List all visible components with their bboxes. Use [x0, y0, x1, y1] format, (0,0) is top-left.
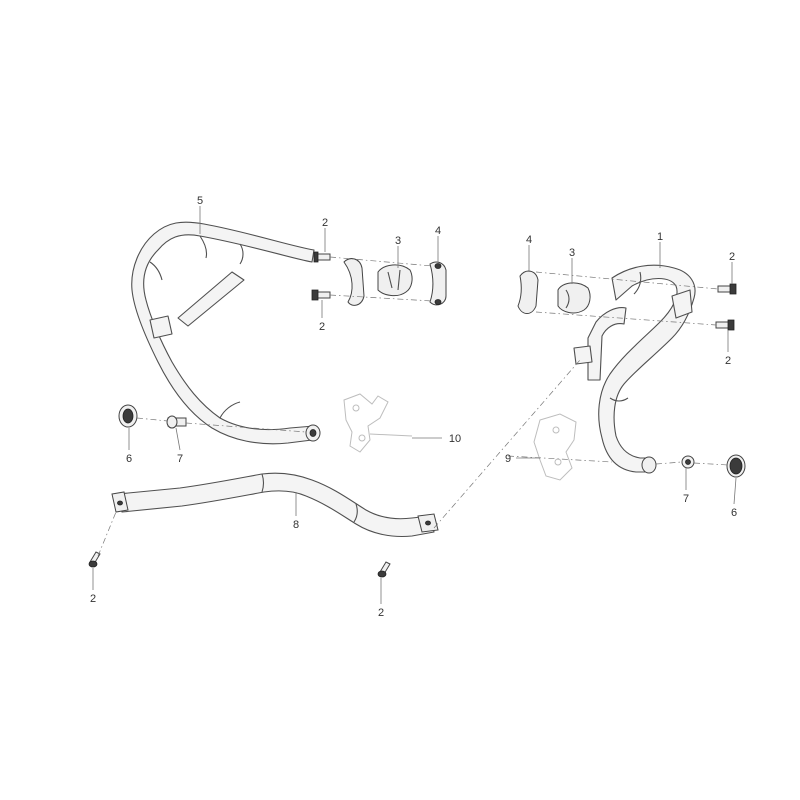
callout-2-right-lower: 2 — [725, 355, 731, 367]
callout-2-bottom-center: 2 — [378, 607, 384, 619]
callout-8: 8 — [293, 519, 299, 531]
callout-2-bottom-left: 2 — [90, 593, 96, 605]
callout-2-left-lower: 2 — [319, 321, 325, 333]
leader-lines — [92, 206, 737, 604]
callout-1: 1 — [657, 231, 663, 243]
end-plugs-and-fasteners — [118, 404, 746, 478]
callout-6-right: 6 — [731, 507, 737, 519]
callout-3-left: 3 — [395, 235, 401, 247]
right-crash-bar — [573, 264, 696, 474]
callout-10: 10 — [449, 433, 461, 445]
lower-connecting-bar — [111, 472, 439, 538]
callout-5: 5 — [197, 195, 203, 207]
callout-6-left: 6 — [126, 453, 132, 465]
callout-2-right-upper: 2 — [729, 251, 735, 263]
callout-4-right: 4 — [526, 234, 532, 246]
callout-4-left: 4 — [435, 225, 441, 237]
callout-9: 9 — [505, 453, 511, 465]
assembly-lines — [97, 256, 729, 557]
callout-3-right: 3 — [569, 247, 575, 259]
bolts — [88, 251, 737, 578]
frame-brackets-ghost — [343, 393, 577, 481]
left-crash-bar — [131, 221, 321, 445]
callout-2-left-upper: 2 — [322, 217, 328, 229]
callout-7-right: 7 — [683, 493, 689, 505]
left-clamp-assembly — [343, 258, 447, 306]
right-clamp-assembly — [517, 270, 591, 314]
callout-numbers: 5 2 3 4 2 4 3 1 2 2 6 7 10 9 7 6 8 2 2 — [90, 195, 737, 619]
callout-7-left: 7 — [177, 453, 183, 465]
